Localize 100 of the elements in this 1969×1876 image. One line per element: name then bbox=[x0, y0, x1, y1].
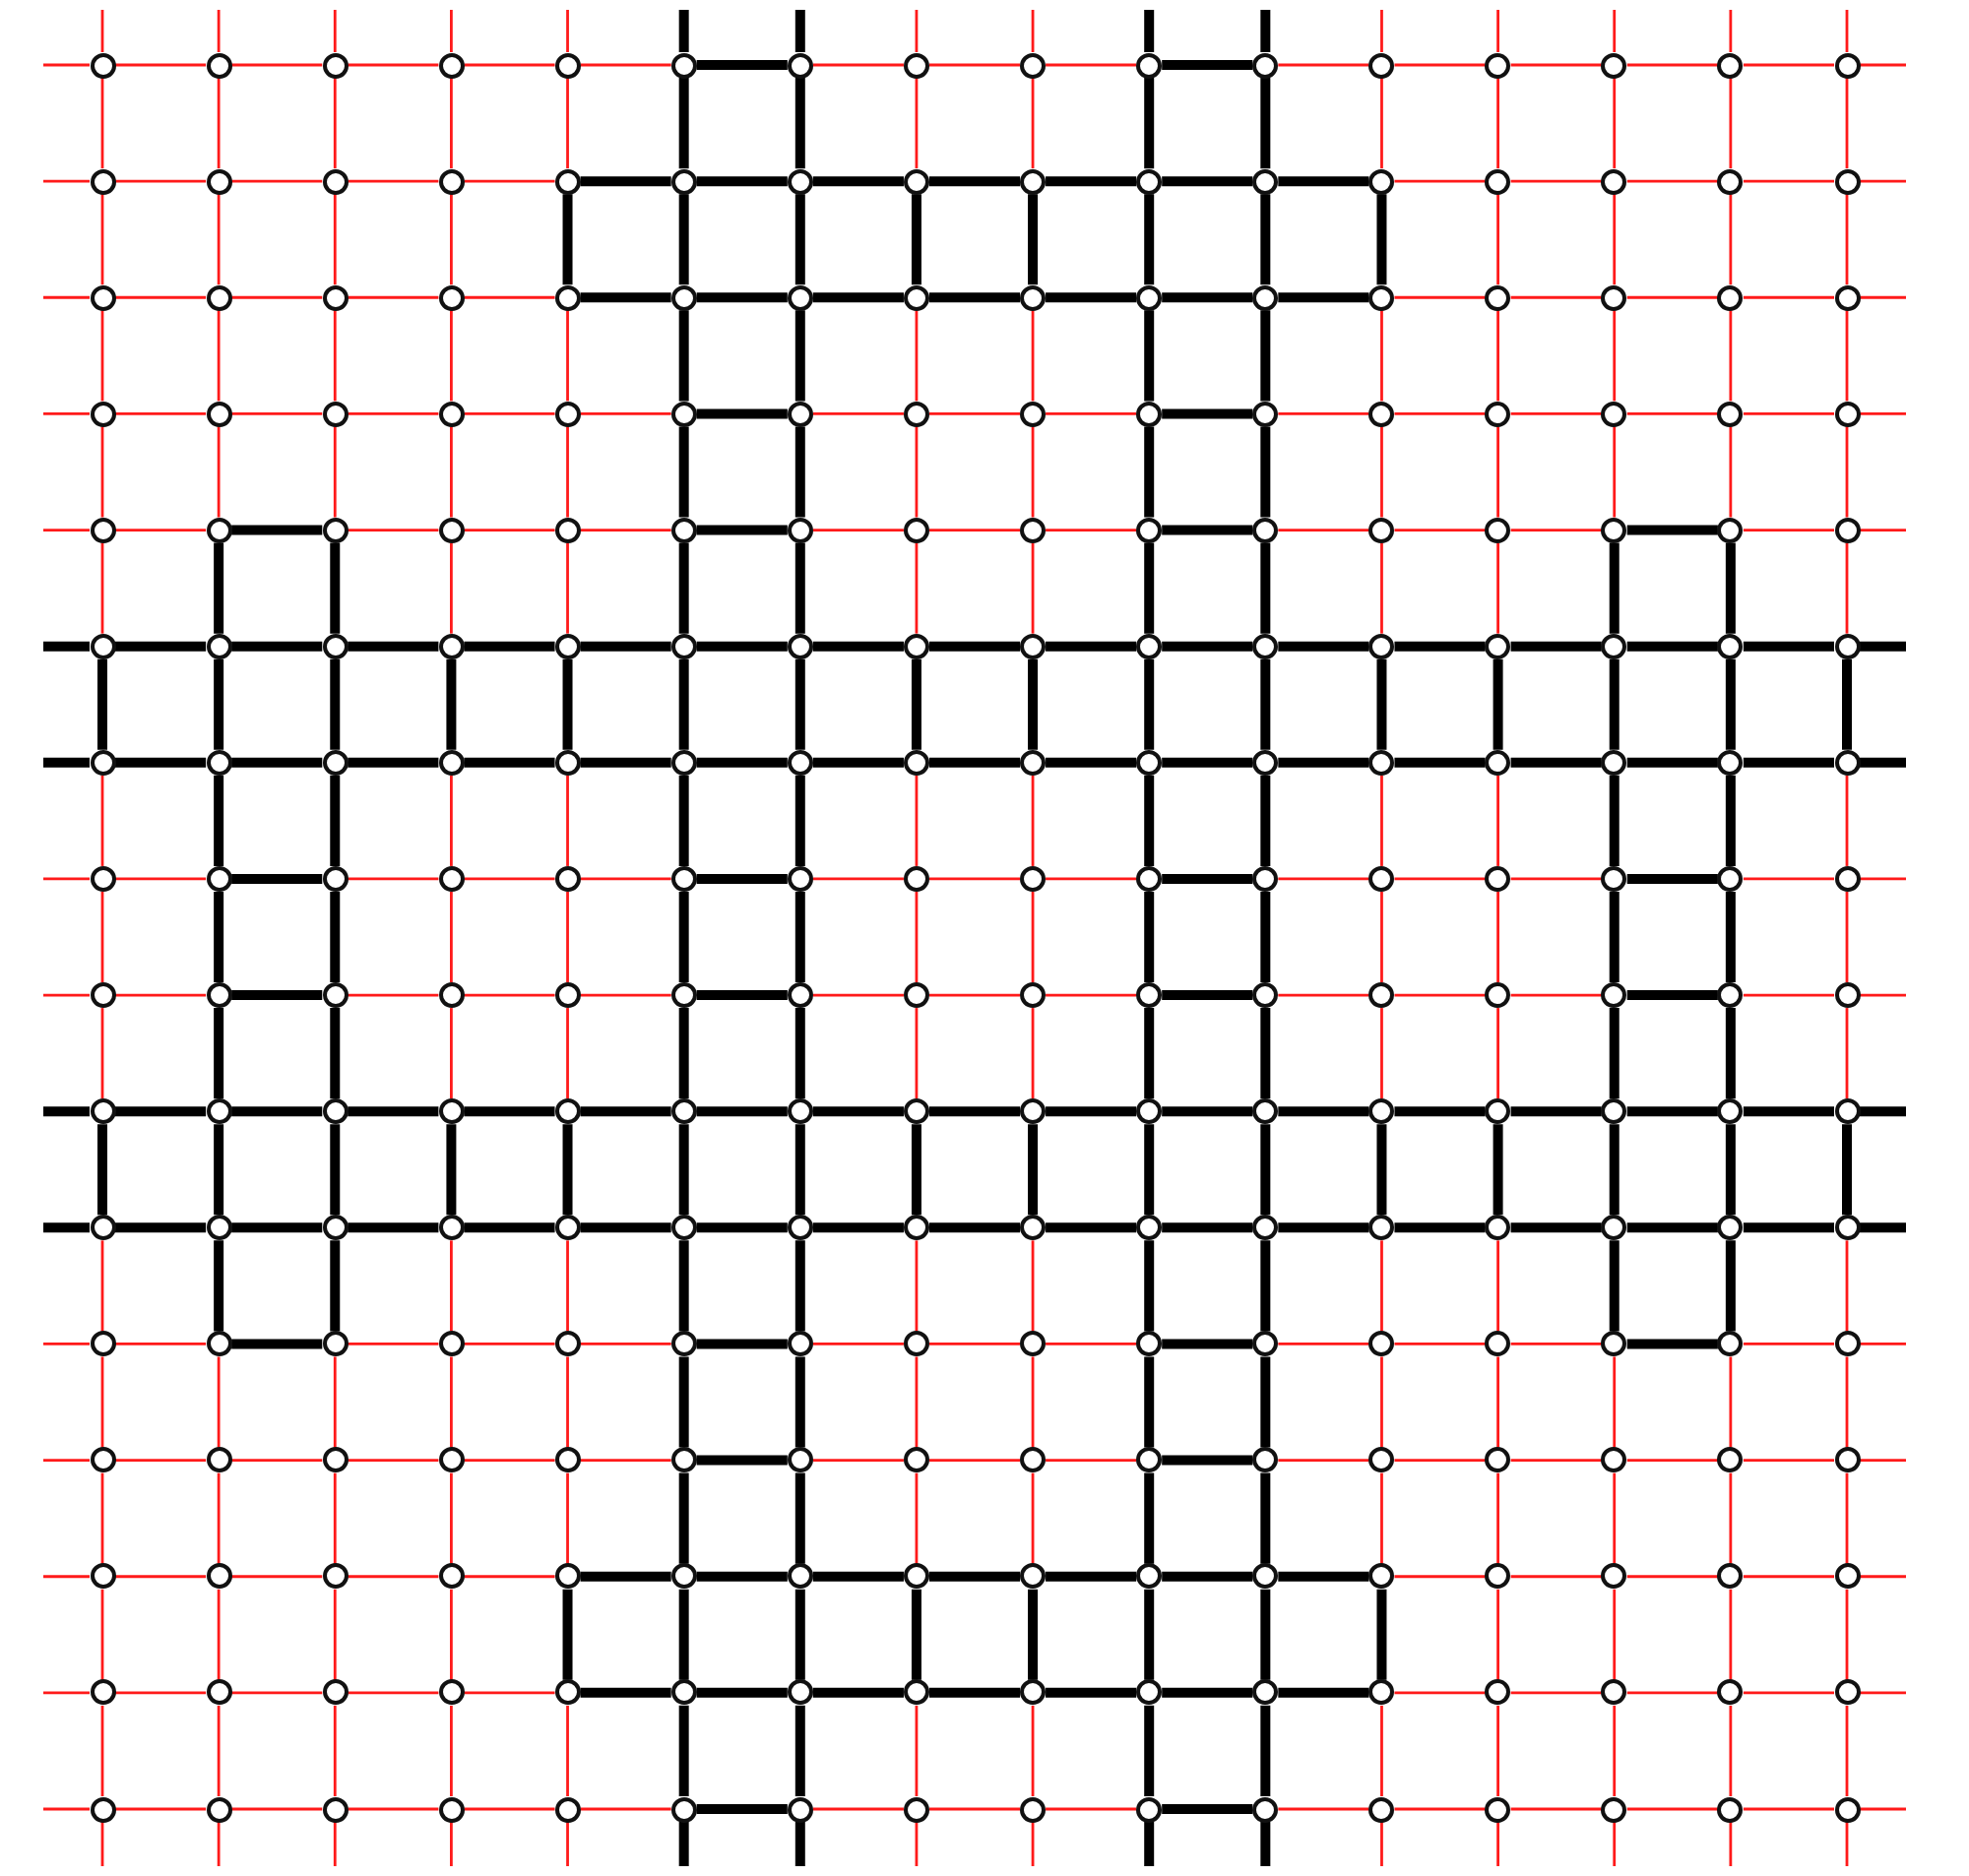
node-circle bbox=[1601, 1563, 1627, 1590]
thick-line bbox=[678, 1124, 689, 1216]
node-circle bbox=[1368, 284, 1395, 311]
node-circle bbox=[1717, 1563, 1744, 1590]
grid-line bbox=[1860, 412, 1906, 415]
node-circle bbox=[322, 517, 349, 543]
node-circle bbox=[903, 749, 929, 776]
thick-line bbox=[1626, 1339, 1718, 1349]
grid-line bbox=[1394, 1691, 1486, 1695]
node-circle bbox=[206, 1563, 232, 1590]
grid-line bbox=[1510, 1575, 1602, 1579]
thick-line bbox=[1162, 525, 1253, 535]
grid-line bbox=[915, 775, 919, 866]
node-circle bbox=[1601, 1679, 1627, 1706]
thick-line bbox=[330, 1124, 341, 1216]
node-circle bbox=[554, 1796, 581, 1822]
grid-line bbox=[1729, 310, 1733, 402]
grid-line bbox=[1496, 194, 1499, 285]
grid-line bbox=[1743, 1575, 1834, 1579]
node-circle bbox=[1252, 1098, 1279, 1125]
node-circle bbox=[90, 1215, 115, 1241]
grid-line bbox=[348, 877, 439, 881]
grid-line bbox=[1860, 877, 1906, 881]
node-circle bbox=[1136, 749, 1163, 776]
node-circle bbox=[787, 168, 813, 195]
grid-line bbox=[1380, 775, 1383, 866]
grid-line bbox=[1394, 179, 1486, 183]
thick-line bbox=[1510, 757, 1602, 768]
thick-line bbox=[1626, 990, 1718, 1001]
thick-line bbox=[794, 194, 805, 285]
grid-line bbox=[1031, 542, 1035, 634]
grid-line bbox=[1510, 295, 1602, 299]
grid-line bbox=[333, 10, 337, 52]
grid-line bbox=[1394, 1575, 1486, 1579]
grid-line bbox=[1394, 877, 1486, 881]
node-circle bbox=[1485, 865, 1511, 892]
grid-line bbox=[1860, 1343, 1906, 1345]
thick-line bbox=[1394, 1222, 1486, 1233]
node-circle bbox=[206, 1215, 232, 1241]
thick-line bbox=[562, 658, 573, 750]
node-circle bbox=[1834, 284, 1860, 311]
grid-line bbox=[1743, 1459, 1834, 1462]
grid-line bbox=[115, 412, 207, 415]
grid-line bbox=[1743, 1343, 1834, 1345]
grid-line bbox=[333, 78, 337, 169]
node-circle bbox=[90, 401, 115, 427]
node-circle bbox=[206, 1796, 232, 1822]
grid-line bbox=[1031, 426, 1035, 518]
node-circle bbox=[438, 1331, 465, 1357]
thick-line bbox=[1162, 408, 1253, 419]
grid-line bbox=[217, 194, 221, 285]
grid-line bbox=[1278, 993, 1369, 997]
node-circle bbox=[1368, 1098, 1395, 1125]
node-circle bbox=[90, 982, 115, 1009]
node-circle bbox=[1601, 1098, 1627, 1125]
grid-line bbox=[1510, 412, 1602, 415]
grid-line bbox=[1046, 1807, 1137, 1811]
grid-line bbox=[450, 1822, 453, 1866]
grid-line bbox=[1278, 529, 1369, 532]
node-circle bbox=[438, 1098, 465, 1125]
thick-line bbox=[1376, 1124, 1387, 1216]
node-circle bbox=[1485, 1331, 1511, 1357]
grid-line bbox=[450, 1472, 453, 1564]
grid-line bbox=[450, 1240, 453, 1332]
node-circle bbox=[438, 52, 465, 78]
node-circle bbox=[554, 284, 581, 311]
thick-line bbox=[1046, 292, 1137, 303]
thick-line bbox=[1144, 1356, 1155, 1448]
node-circle bbox=[1485, 284, 1511, 311]
node-circle bbox=[670, 401, 697, 427]
grid-line bbox=[566, 426, 569, 518]
thick-line bbox=[231, 1106, 323, 1117]
grid-line bbox=[1860, 1807, 1906, 1811]
thick-line bbox=[231, 990, 323, 1001]
node-circle bbox=[787, 1563, 813, 1590]
node-circle bbox=[1020, 1447, 1047, 1473]
thick-line bbox=[115, 757, 207, 768]
grid-line bbox=[1510, 529, 1602, 532]
grid-line bbox=[1278, 63, 1369, 67]
grid-line bbox=[115, 1691, 207, 1695]
node-circle bbox=[1717, 1098, 1744, 1125]
node-circle bbox=[90, 284, 115, 311]
grid-line bbox=[1626, 295, 1718, 299]
grid-line bbox=[1278, 1343, 1369, 1345]
node-circle bbox=[1020, 517, 1047, 543]
thick-line bbox=[1162, 292, 1253, 303]
node-circle bbox=[1020, 1796, 1047, 1822]
node-circle bbox=[90, 865, 115, 892]
thick-line bbox=[696, 990, 788, 1001]
thick-line bbox=[696, 1222, 788, 1233]
grid-line bbox=[566, 310, 569, 402]
grid-line bbox=[333, 1356, 337, 1448]
grid-line bbox=[1729, 426, 1733, 518]
node-circle bbox=[1717, 517, 1744, 543]
grid-line bbox=[1626, 63, 1718, 67]
node-circle bbox=[322, 284, 349, 311]
grid-line bbox=[812, 1343, 904, 1345]
thick-line bbox=[678, 1705, 689, 1796]
thick-line bbox=[1725, 1240, 1736, 1332]
thick-line bbox=[696, 641, 788, 652]
